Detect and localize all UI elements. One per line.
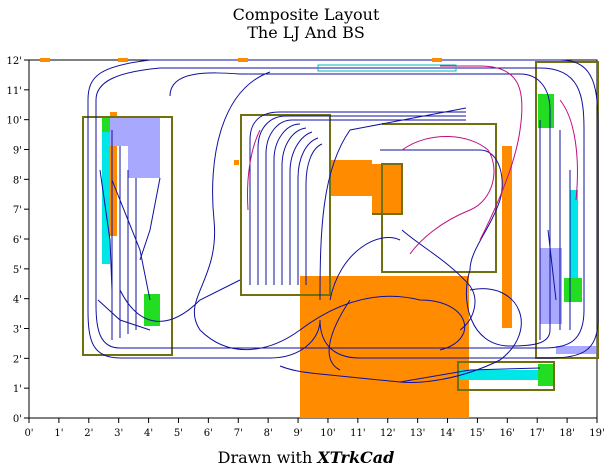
y-tick-label: 10' <box>7 116 22 127</box>
scenery-block-large <box>300 276 469 418</box>
green-block-left-top <box>102 118 110 132</box>
edge-marker-1 <box>40 58 50 62</box>
x-tick-label: 12' <box>380 428 395 439</box>
y-tick-label: 0' <box>13 414 22 425</box>
green-block-left <box>144 294 160 326</box>
y-tick-label: 7' <box>13 205 22 216</box>
y-tick-label: 1' <box>13 384 22 395</box>
track-branch <box>247 65 578 255</box>
footer-brand: XTrkCad <box>317 448 395 467</box>
footer-credit: Drawn with XTrkCad <box>0 448 612 467</box>
x-tick-label: 9' <box>293 428 302 439</box>
x-tick-label: 3' <box>114 428 123 439</box>
y-axis: 0' 1' 2' 3' 4' 5' 6' 7' 8' 9' 10' 11' 12' <box>7 56 29 425</box>
track-highlight-top <box>317 64 457 72</box>
x-axis: 0' 1' 2' 3' 4' 5' 6' 7' 8' 9' 10' 11' 12' 13' 14' 15' 16… <box>24 418 605 439</box>
edge-marker-2 <box>118 58 128 62</box>
track-mainline <box>87 59 599 383</box>
scenery-strip-right <box>502 146 512 328</box>
platform-cyan-left <box>102 130 110 264</box>
platform-cyan-right <box>570 190 578 280</box>
x-tick-label: 8' <box>264 428 273 439</box>
x-tick-label: 7' <box>234 428 243 439</box>
y-tick-label: 8' <box>13 175 22 186</box>
industry-lavender-bottom <box>556 346 596 354</box>
track-left-yard <box>99 130 161 340</box>
scenery-strip-left <box>110 112 117 236</box>
x-tick-label: 6' <box>204 428 213 439</box>
layout-title: Composite Layout <box>232 5 380 24</box>
scenery-block-building <box>330 160 372 196</box>
track-right-sidings <box>539 120 571 340</box>
layout-subtitle: The LJ And BS <box>247 23 365 42</box>
small-marker <box>234 160 239 165</box>
edge-marker-3 <box>238 58 248 62</box>
y-tick-label: 2' <box>13 354 22 365</box>
x-tick-label: 15' <box>470 428 485 439</box>
x-tick-label: 2' <box>84 428 93 439</box>
x-tick-label: 13' <box>410 428 425 439</box>
x-tick-label: 19' <box>589 428 604 439</box>
x-tick-label: 1' <box>54 428 63 439</box>
x-tick-label: 18' <box>559 428 574 439</box>
footer-prefix: Drawn with <box>217 448 318 467</box>
platform-cyan-bottom <box>460 370 540 380</box>
x-tick-label: 14' <box>440 428 455 439</box>
x-tick-label: 5' <box>174 428 183 439</box>
industry-lavender-top <box>110 118 160 146</box>
benchwork-yard <box>372 123 497 273</box>
y-tick-label: 3' <box>13 325 22 336</box>
x-tick-label: 10' <box>320 428 335 439</box>
x-tick-label: 4' <box>144 428 153 439</box>
industry-lavender-mid <box>128 146 160 178</box>
green-block-bottom <box>538 364 554 386</box>
green-block-right <box>564 278 582 302</box>
x-tick-label: 11' <box>350 428 365 439</box>
x-tick-label: 16' <box>500 428 515 439</box>
x-tick-label: 0' <box>24 428 33 439</box>
x-tick-label: 17' <box>529 428 544 439</box>
y-tick-label: 9' <box>13 146 22 157</box>
benchwork-center <box>240 114 331 296</box>
y-tick-label: 12' <box>7 56 22 67</box>
industry-lavender-right <box>540 248 562 324</box>
track-central-fan <box>249 107 467 301</box>
edge-marker-4 <box>432 58 442 62</box>
y-tick-label: 6' <box>13 235 22 246</box>
scenery-block-annex <box>372 164 402 214</box>
y-tick-label: 5' <box>13 265 22 276</box>
y-tick-label: 4' <box>13 295 22 306</box>
y-tick-label: 11' <box>7 86 22 97</box>
benchwork-left <box>82 116 173 356</box>
